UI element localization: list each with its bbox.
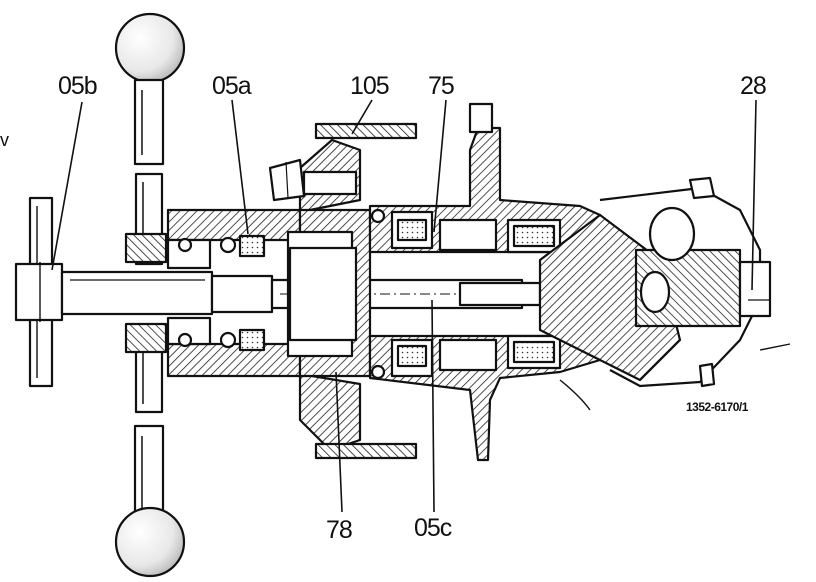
label-78: 78 (326, 516, 353, 544)
hub-flange (286, 122, 418, 460)
cv-joint (538, 176, 791, 411)
knuckle-housing (368, 102, 602, 462)
t-handle (14, 196, 64, 388)
tool-body-05a (124, 208, 302, 378)
edge-letter: v (0, 130, 9, 150)
label-05b: 05b (58, 72, 98, 100)
leader-lines (51, 99, 757, 513)
label-105: 105 (350, 72, 390, 100)
flange-bolt (268, 158, 358, 202)
label-05c: 05c (414, 514, 452, 542)
figure-reference: 1352-6170/1 (686, 400, 748, 414)
label-75: 75 (428, 72, 455, 100)
label-28: 28 (740, 72, 767, 100)
label-05a: 05a (212, 72, 252, 100)
